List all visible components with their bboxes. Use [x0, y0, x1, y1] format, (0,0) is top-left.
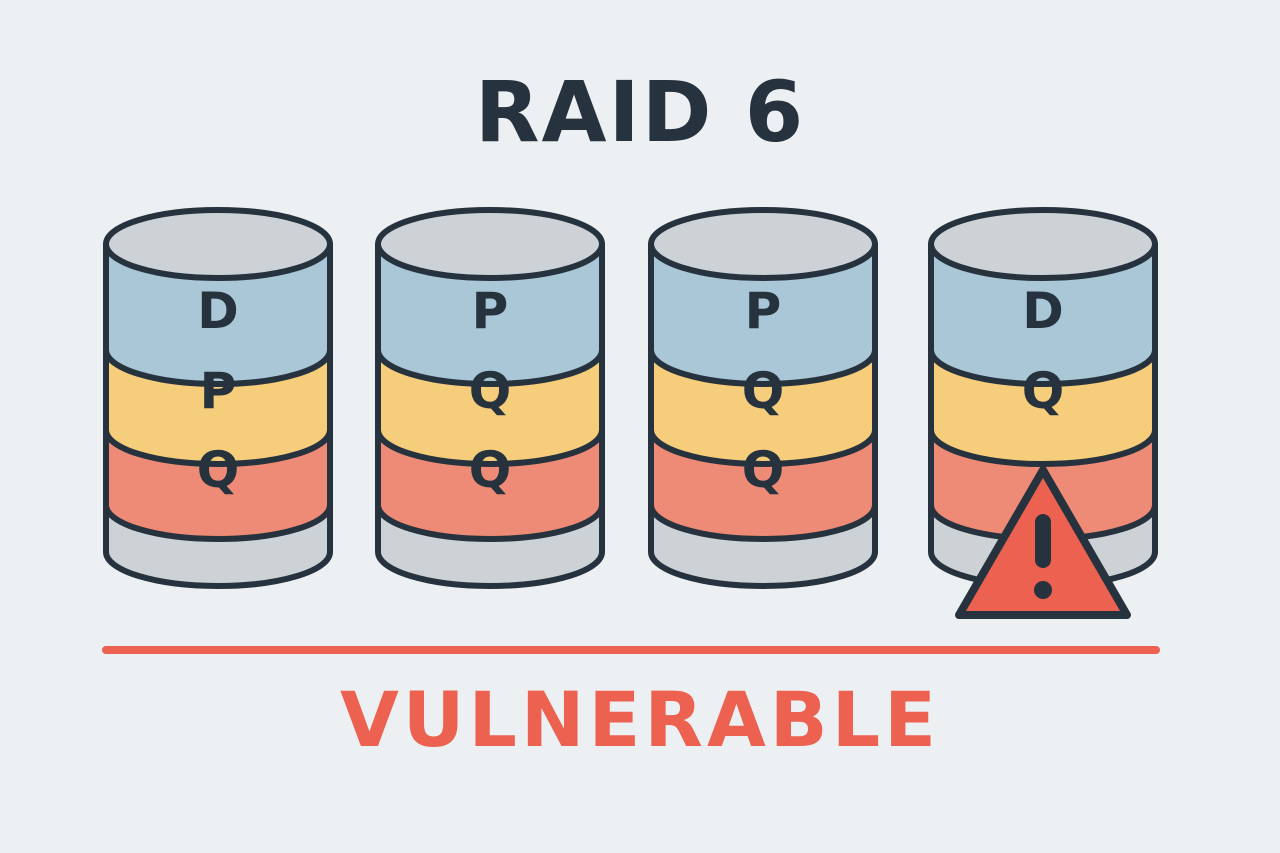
disk-top	[375, 207, 605, 281]
segment-divider	[648, 349, 878, 387]
segment-band-1	[651, 244, 875, 384]
segment-label: Q	[1022, 362, 1065, 420]
segment-band-1	[378, 244, 602, 384]
segment-divider	[648, 504, 878, 542]
segment-band-2	[651, 350, 875, 464]
segment-band-2	[378, 350, 602, 464]
disk-outline	[648, 244, 878, 589]
segment-label: D	[197, 282, 239, 340]
segment-divider	[928, 349, 1158, 387]
segment-band-1	[106, 244, 330, 384]
segment-band-3	[651, 430, 875, 539]
disk-3: PQQ	[648, 207, 878, 589]
segment-divider	[375, 504, 605, 542]
segment-divider	[103, 504, 333, 542]
segment-label: P	[472, 282, 509, 340]
disk-2: PQQ	[375, 207, 605, 589]
disk-1: DPQ	[103, 207, 333, 589]
segment-band-1	[931, 244, 1155, 384]
warning-icon	[955, 466, 1131, 619]
segment-band-2	[106, 350, 330, 464]
disk-outline	[375, 244, 605, 589]
segment-divider	[928, 429, 1158, 467]
segment-label: Q	[742, 362, 785, 420]
disk-outline	[103, 244, 333, 589]
diagram-title: RAID 6	[474, 63, 806, 161]
segment-band-3	[106, 430, 330, 539]
disk-4: DQ	[928, 207, 1158, 589]
segment-label: Q	[469, 441, 512, 499]
segment-divider	[648, 429, 878, 467]
disk-top	[103, 207, 333, 281]
segment-label: P	[200, 362, 237, 420]
segment-band-2	[931, 350, 1155, 464]
segment-label: Q	[197, 441, 240, 499]
segment-label: Q	[469, 362, 512, 420]
disk-top	[648, 207, 878, 281]
segment-divider	[375, 349, 605, 387]
disk-top	[928, 207, 1158, 281]
segment-band-3	[378, 430, 602, 539]
segment-label: P	[745, 282, 782, 340]
segment-label: D	[1022, 282, 1064, 340]
status-label: VULNERABLE	[339, 675, 941, 764]
segment-label: Q	[742, 441, 785, 499]
segment-divider	[375, 429, 605, 467]
segment-divider	[103, 429, 333, 467]
segment-divider	[103, 349, 333, 387]
